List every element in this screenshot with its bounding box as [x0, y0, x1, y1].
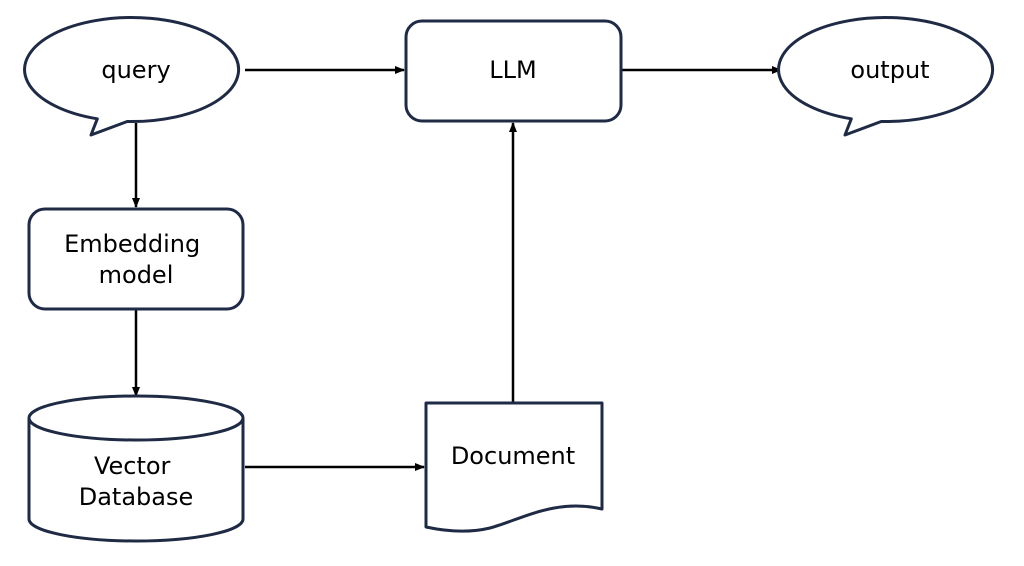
- document-label: Document: [451, 442, 575, 470]
- vector-database-label-line-2: Database: [79, 483, 194, 511]
- node-query: query: [23, 16, 241, 137]
- node-output: output: [777, 16, 995, 137]
- node-embedding-model: Embedding model: [27, 207, 245, 311]
- output-bubble-shape: [777, 16, 995, 137]
- query-label: query: [101, 56, 170, 84]
- embedding-model-label-line-2: model: [99, 261, 174, 289]
- embedding-model-label: Embedding model: [64, 230, 208, 289]
- vector-database-label: Vector Database: [79, 452, 194, 511]
- vector-database-label-line-1: Vector: [94, 452, 171, 480]
- output-label: output: [850, 56, 929, 84]
- edges: [132, 66, 782, 471]
- embedding-model-box: [27, 207, 245, 311]
- node-vector-database: Vector Database: [27, 394, 245, 543]
- vector-database-cylinder-top: [27, 394, 245, 442]
- query-bubble-shape: [23, 16, 241, 137]
- llm-label: LLM: [489, 56, 536, 84]
- node-llm: LLM: [404, 19, 623, 123]
- vector-database-cylinder-body: [27, 418, 245, 543]
- embedding-model-label-line-1: Embedding: [64, 230, 200, 258]
- document-shape: [424, 401, 604, 533]
- node-document: Document: [424, 401, 604, 533]
- llm-box: [404, 19, 623, 123]
